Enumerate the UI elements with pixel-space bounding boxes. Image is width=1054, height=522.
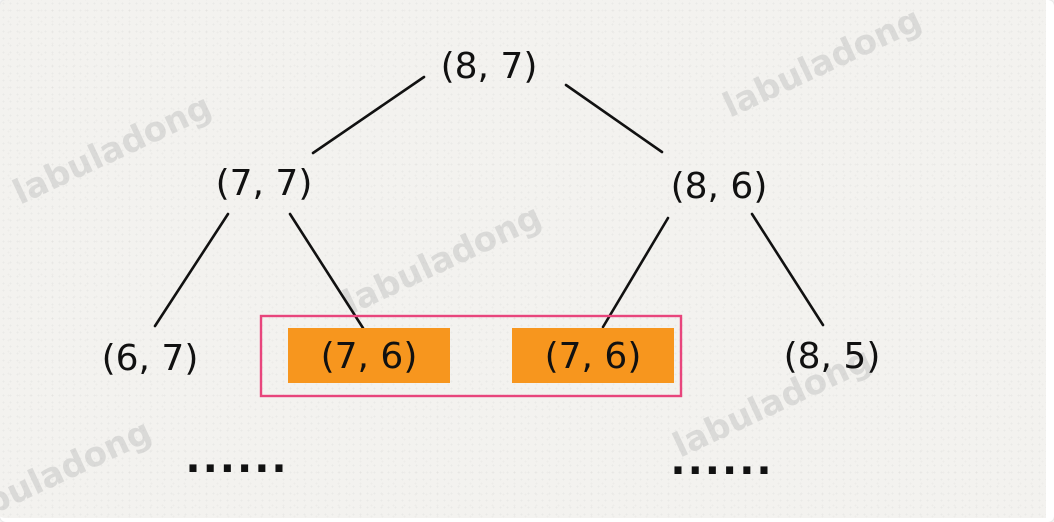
edge-root-left	[311, 75, 426, 155]
edge-right-rightleft	[601, 216, 670, 329]
node-right: (8, 6)	[671, 166, 768, 207]
ellipsis-right: ......	[670, 438, 773, 484]
highlight-fill	[512, 328, 674, 383]
node-right-right: (8, 5)	[784, 336, 881, 377]
edge-left-leftleft	[153, 212, 230, 328]
node-root: (8, 7)	[441, 46, 538, 87]
edge-right-rightright	[750, 212, 825, 327]
watermark: labuladong	[337, 196, 548, 323]
node-left: (7, 7)	[216, 163, 313, 204]
highlight-fill	[288, 328, 450, 383]
watermark: labuladong	[7, 86, 218, 213]
watermark: labuladong	[0, 411, 158, 522]
watermark: labuladong	[717, 0, 928, 126]
overlap-highlight-box	[259, 314, 683, 398]
ellipsis-left: ......	[185, 436, 288, 482]
edge-left-leftright	[288, 212, 365, 330]
node-left-right: (7, 6)	[321, 336, 418, 377]
node-left-left: (6, 7)	[102, 338, 199, 379]
node-right-left: (7, 6)	[545, 336, 642, 377]
edge-root-right	[564, 83, 664, 154]
